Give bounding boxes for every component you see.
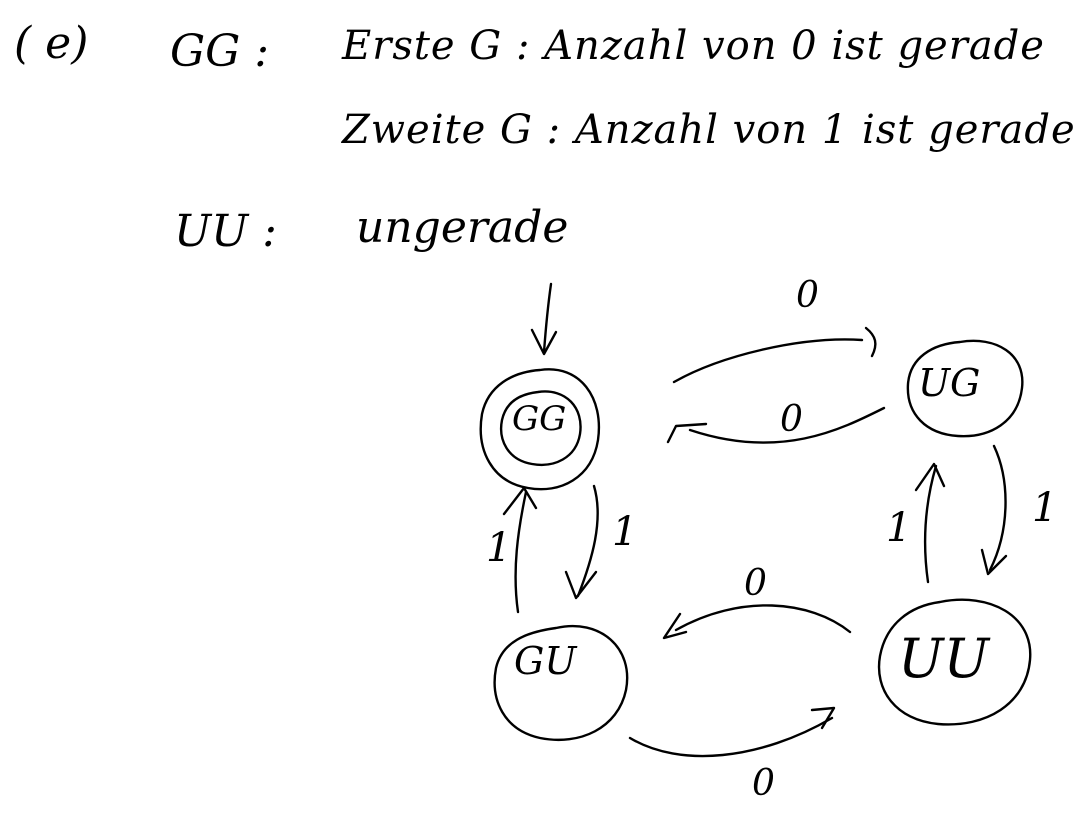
state-gu-label: GU [514,639,577,683]
edge-gg-to-gu-arrowhead [564,570,598,600]
edge-ug-to-gg-arrowhead [666,422,708,444]
edge-uu-to-ug-arrowhead [914,462,946,492]
edge-gu-to-gg [514,490,528,614]
part-label: ( e) [14,18,89,69]
edge-gu-to-gg-arrowhead [502,486,538,516]
state-uu-label: UU [898,627,990,690]
state-gg-outer-circle [479,368,601,491]
edge-gg-to-ug-arrowhead [864,326,877,358]
uu-definition-label: UU : [174,206,277,257]
start-arrow [542,282,553,354]
definition-second-g: Zweite G : Anzahl von 1 ist gerade . [342,107,1092,153]
edge-label-ug-to-gg: 0 [780,399,803,440]
uu-definition-text: ungerade [356,202,569,253]
edge-label-gg-to-ug: 0 [796,275,819,316]
state-ug-circle [906,339,1024,438]
state-uu-circle [877,598,1032,726]
edge-label-gu-to-gg: 1 [486,525,512,571]
edge-gu-to-uu [628,716,834,758]
edge-label-ug-to-uu: 1 [1032,485,1058,531]
start-arrowhead [530,328,558,356]
state-gg-label: GG [512,399,567,439]
edge-ug-to-uu [988,444,1007,572]
edge-gg-to-gu [576,484,599,598]
edge-label-gu-to-uu: 0 [752,763,775,804]
state-gu-circle [493,625,629,742]
edge-label-uu-to-ug: 1 [886,505,912,551]
edge-gg-to-ug [672,338,864,384]
state-ug-label: UG [918,361,981,405]
state-gg-inner-circle [499,390,582,467]
edge-label-gg-to-gu: 1 [612,509,638,555]
edge-uu-to-gu [674,604,852,634]
gg-definition-label: GG : [170,26,270,77]
edge-uu-to-gu-arrowhead [662,612,688,640]
edge-label-uu-to-gu: 0 [744,563,767,604]
edge-uu-to-ug [924,464,938,584]
edge-ug-to-gg [688,406,886,444]
edge-ug-to-uu-arrowhead [980,548,1008,576]
edge-gu-to-uu-arrowhead [810,706,836,730]
definition-first-g: Erste G : Anzahl von 0 ist gerade [342,23,1045,69]
